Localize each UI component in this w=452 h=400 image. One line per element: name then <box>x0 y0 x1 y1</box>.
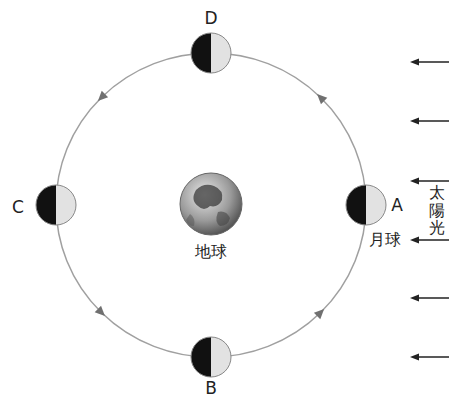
moon-dark-half <box>191 33 211 73</box>
phase-letter: A <box>391 196 403 215</box>
sunlight-arrowhead <box>410 295 419 302</box>
sunlight-arrow-shaft <box>416 180 449 182</box>
sunlight-label: 太陽光 <box>429 184 445 237</box>
moon-lit-half <box>211 337 231 377</box>
orbit-arrowhead <box>95 306 105 316</box>
moons <box>36 33 386 377</box>
moon-lit-half <box>366 185 386 225</box>
phase-letter: B <box>205 379 217 398</box>
moon-lit-half <box>211 33 231 73</box>
moon-label: 月球 <box>369 231 401 249</box>
sunlight-arrowhead <box>410 59 419 66</box>
earth <box>180 173 242 235</box>
sunlight-arrow-shaft <box>416 297 449 299</box>
orbit-arrowhead <box>98 91 108 101</box>
sunlight-arrow-shaft <box>416 239 449 241</box>
moon-orbit <box>56 53 366 357</box>
orbit-arrowhead <box>314 309 324 319</box>
moon-dark-half <box>36 185 56 225</box>
phase-letter: D <box>204 9 217 28</box>
moon-outline <box>346 185 386 225</box>
moon-outline <box>191 33 231 73</box>
moon-outline <box>36 185 76 225</box>
sunlight-arrowhead <box>410 118 419 125</box>
sunlight-arrows <box>410 59 449 361</box>
sunlight-arrowhead <box>410 178 419 185</box>
moon-lit-half <box>56 185 76 225</box>
sunlight-arrow-shaft <box>416 120 449 122</box>
sunlight-arrow-shaft <box>416 356 449 358</box>
orbit-arrows <box>95 91 328 319</box>
sunlight-arrowhead <box>410 354 419 361</box>
moon-dark-half <box>191 337 211 377</box>
phase-letter: C <box>12 198 24 217</box>
sunlight-arrowhead <box>410 237 419 244</box>
orbit-arrowhead <box>317 94 327 104</box>
moon-dark-half <box>346 185 366 225</box>
moon-outline <box>191 337 231 377</box>
sunlight-arrow-shaft <box>416 61 449 63</box>
earth-label: 地球 <box>195 243 227 261</box>
